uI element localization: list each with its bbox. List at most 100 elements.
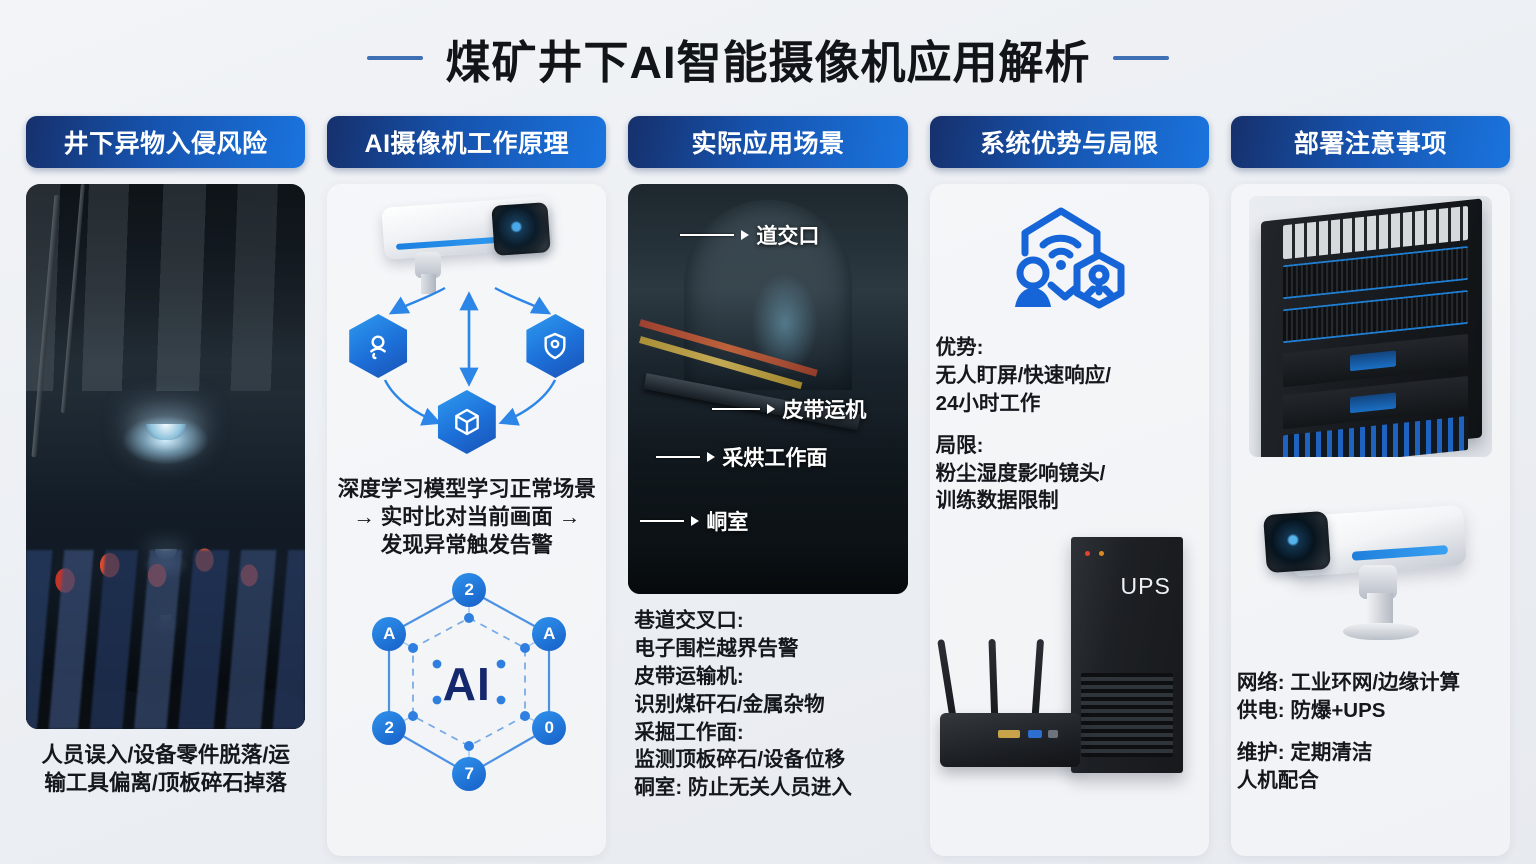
title-rule-left-decoration [367,56,424,60]
card-advantages: 优势: 无人盯屏/快速响应/ 24小时工作 局限: 粉尘湿度影响镜头/ 训练数据… [929,184,1209,856]
camera-pole-icon [420,274,436,294]
server-rack-photo [1231,184,1510,469]
list-item: 电子围栏越界告警 [634,636,799,660]
hex-node-top: 2 [452,572,487,607]
annotation-workface: 采烘工作面 [656,442,827,472]
advantage-line-2: 24小时工作 [935,391,1041,415]
router-port-usb [1027,730,1042,739]
miners-crowd-silhouette [26,472,306,729]
arrow-head-icon [691,516,700,526]
spacer [936,418,1203,432]
arrow-head-icon [767,404,776,414]
deployment-notes: 网络: 工业环网/边缘计算 供电: 防爆+UPS 维护: 定期清洁 人机配合 [1231,669,1510,795]
list-item: 皮带运输机: [634,664,744,688]
annotation-label: 峒室 [706,511,749,534]
tunnel-pipe-secondary-icon [60,184,85,413]
power-led-red-icon [1084,551,1090,557]
column-header-deployment[interactable]: 部署注意事项 [1230,116,1511,168]
arrow-head-icon [707,452,716,462]
spacer [1237,725,1504,739]
ip-camera-photo [1231,469,1510,669]
page-title-bar: 煤矿井下AI智能摄像机应用解析 [0,22,1536,94]
rack-unit-server-2 [1282,289,1469,344]
hex-node-lower-right: 0 [532,710,567,745]
annotation-label: 采烘工作面 [722,447,828,470]
hex-node-lower-left: 2 [372,710,407,745]
title-rule-right-decoration [1112,56,1169,60]
router-port-sd [997,730,1020,739]
advantage-line-1: 无人盯屏/快速响应/ [935,363,1111,387]
risk-caption: 人员误入/设备零件脱落/运 输工具偏离/顶板碎石掉落 [41,743,290,795]
scenario-body-list: 巷道交叉口: 电子围栏越界告警 皮带运输机: 识别煤矸石/金属杂物 采掘工作面:… [628,607,907,802]
annotation-belt: 皮带运机 [712,394,866,424]
list-item: 采掘工作面: [634,720,744,744]
tunnel-pipe-icon [31,194,60,457]
column-scenarios: 实际应用场景 道交口 皮带运机 [628,116,908,856]
person-wifi-hex-icon [1015,207,1125,309]
list-item: 识别煤矸石/金属杂物 [634,692,825,716]
ups-router-photo: UPS [930,521,1209,789]
ai-hexagon-network-diagram: 2 A A 2 0 7 AI [327,568,606,800]
column-header-advantages[interactable]: 系统优势与局限 [929,116,1209,168]
router-port-aux [1047,730,1058,739]
list-item: 硐室: 防止无关人员进入 [634,776,852,800]
diagram-arrows [384,286,557,426]
camera-pole-icon [1366,593,1393,627]
power-led-amber-icon [1098,551,1104,557]
ai-camera-diagram [327,184,606,474]
leader-line [680,234,735,236]
advantage-limit-text: 优势: 无人盯屏/快速响应/ 24小时工作 局限: 粉尘湿度影响镜头/ 训练数据… [930,334,1209,515]
principle-flow-text: 深度学习模型学习正常场景 → 实时比对当前画面 → 发现异常触发告警 [337,477,596,557]
list-item: 巷道交叉口: [634,609,744,632]
list-item: 监测顶板碎石/设备位移 [634,748,846,772]
note-maintenance: 维护: 定期清洁 [1236,740,1373,764]
infographic-columns: 井下异物入侵风险 人员误入/设备零件脱落/运 输工具偏离/顶板碎石掉落 AI摄像… [0,116,1536,856]
shield-icon [526,314,585,378]
belt-tunnel-photo: 道交口 皮带运机 采烘工作面 峒室 [628,184,908,594]
page-title: 煤矿井下AI智能摄像机应用解析 [445,36,1091,88]
column-risk: 井下异物入侵风险 人员误入/设备零件脱落/运 输工具偏离/顶板碎石掉落 [26,116,306,856]
rack-photo-frame [1248,196,1493,457]
annotation-label: 皮带运机 [782,399,867,422]
smart-monitoring-icon [930,184,1209,334]
tunnel-lamp-near-icon [145,423,186,440]
column-advantages: 系统优势与局限 优势: 无人盯屏/快速响应/ 24小时工作 [929,116,1209,856]
camera-base-icon [1342,623,1419,640]
column-header-principle[interactable]: AI摄像机工作原理 [327,116,607,168]
advantage-label: 优势: [935,336,984,359]
column-header-risk[interactable]: 井下异物入侵风险 [26,116,306,168]
annotation-chamber: 峒室 [640,506,748,536]
rack-cabinet-icon [1260,198,1483,457]
hex-node-bottom: 7 [452,756,487,791]
card-risk: 人员误入/设备零件脱落/运 输工具偏离/顶板碎石掉落 [26,184,306,856]
card-principle: 深度学习模型学习正常场景 → 实时比对当前画面 → 发现异常触发告警 [327,184,607,856]
annotation-junction: 道交口 [680,220,819,250]
limit-label: 局限: [935,433,984,457]
ups-label: UPS [1120,573,1171,600]
tunnel-floor [628,413,908,594]
underground-tunnel-photo [26,184,306,729]
column-header-scenarios[interactable]: 实际应用场景 [628,116,908,168]
card-deployment: 网络: 工业环网/边缘计算 供电: 防爆+UPS 维护: 定期清洁 人机配合 [1230,184,1511,856]
arrow-head-icon [741,230,750,240]
note-human-machine: 人机配合 [1236,768,1319,792]
leader-line [712,408,761,410]
card-scenarios: 道交口 皮带运机 采烘工作面 峒室 [628,184,908,856]
limit-line-2: 训练数据限制 [935,489,1059,513]
column-principle: AI摄像机工作原理 [327,116,607,856]
leader-line [656,456,701,458]
note-power: 供电: 防爆+UPS [1236,698,1386,722]
annotation-label: 道交口 [756,225,820,248]
hex-node-upper-left: A [372,616,407,651]
leader-line [640,520,685,522]
hex-node-upper-right: A [532,616,567,651]
note-network: 网络: 工业环网/边缘计算 [1236,671,1461,694]
ai-center-label: AI [442,657,491,710]
limit-line-1: 粉尘湿度影响镜头/ [935,461,1106,485]
camera-mount-icon [414,252,441,278]
camera-lens-icon [1262,510,1331,574]
column-deployment: 部署注意事项 [1230,116,1511,856]
router-body-icon [939,713,1080,768]
ups-tower-icon: UPS [1070,537,1183,774]
ups-vent-grill [1080,673,1173,758]
